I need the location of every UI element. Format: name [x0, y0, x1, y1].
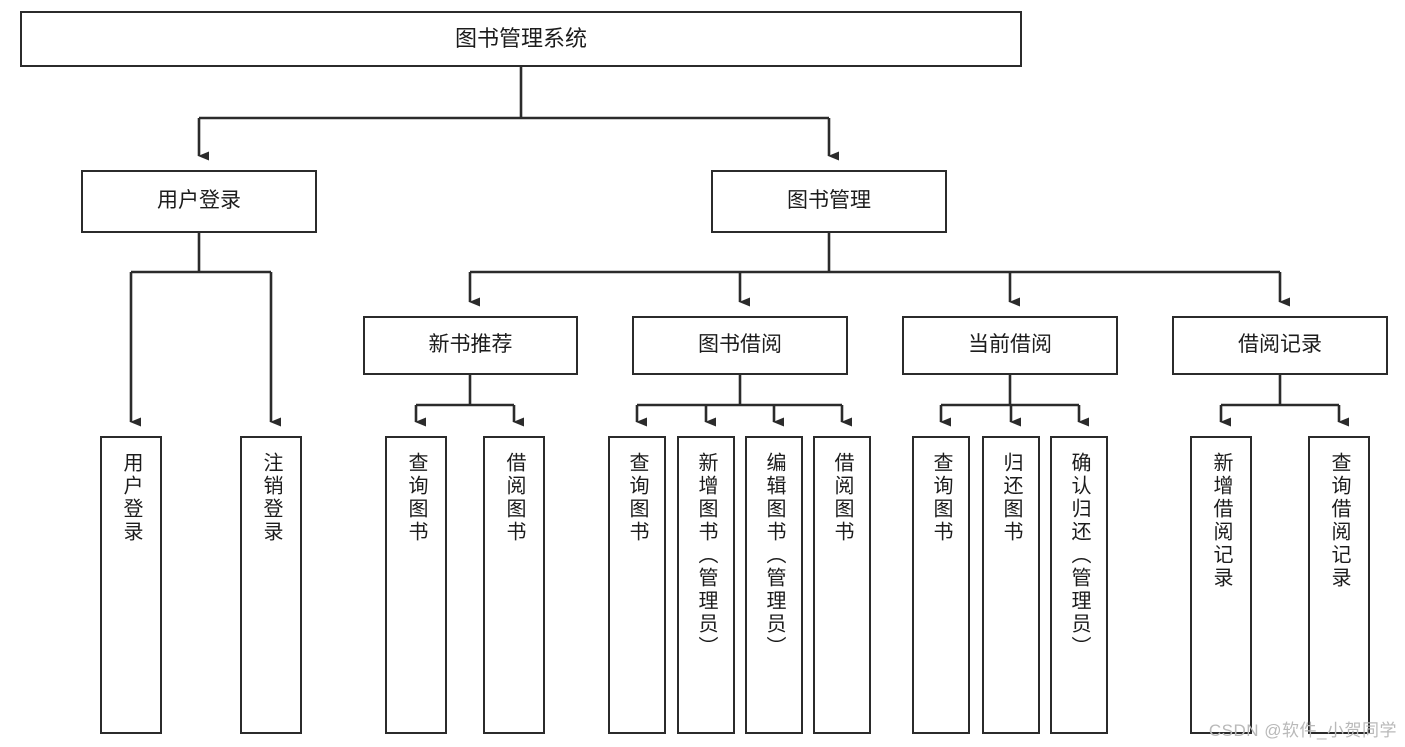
- node-label: 图书借阅: [698, 333, 782, 357]
- leaf-query-book-borrow[interactable]: 查询图书: [608, 436, 666, 734]
- node-new-book-recommend[interactable]: 新书推荐: [363, 316, 578, 375]
- leaf-query-book-recommend[interactable]: 查询图书: [385, 436, 447, 734]
- leaf-confirm-return-admin[interactable]: 确认归还（管理员）: [1050, 436, 1108, 734]
- csdn-watermark: CSDN @软件_小贺同学: [1208, 721, 1397, 740]
- node-label: 用户登录: [157, 189, 241, 213]
- node-label: 当前借阅: [968, 333, 1052, 357]
- node-label: 借阅图书: [831, 452, 853, 544]
- node-label: 查询借阅记录: [1328, 452, 1350, 590]
- node-user-login[interactable]: 用户登录: [81, 170, 317, 233]
- node-label: 查询图书: [930, 452, 952, 544]
- node-label: 编辑图书（管理员）: [763, 452, 785, 659]
- node-label: 新增图书（管理员）: [695, 452, 717, 659]
- node-label: 查询图书: [626, 452, 648, 544]
- leaf-add-book-admin[interactable]: 新增图书（管理员）: [677, 436, 735, 734]
- leaf-query-book-current[interactable]: 查询图书: [912, 436, 970, 734]
- node-label: 借阅图书: [503, 452, 525, 544]
- node-label: 借阅记录: [1238, 333, 1322, 357]
- leaf-query-borrow-record[interactable]: 查询借阅记录: [1308, 436, 1370, 734]
- node-current-borrow[interactable]: 当前借阅: [902, 316, 1118, 375]
- leaf-user-login[interactable]: 用户登录: [100, 436, 162, 734]
- node-label: 查询图书: [405, 452, 427, 544]
- node-label: 用户登录: [120, 452, 142, 544]
- node-label: 归还图书: [1000, 452, 1022, 544]
- node-label: 确认归还（管理员）: [1068, 452, 1090, 659]
- leaf-logout[interactable]: 注销登录: [240, 436, 302, 734]
- node-label: 注销登录: [260, 452, 282, 544]
- leaf-edit-book-admin[interactable]: 编辑图书（管理员）: [745, 436, 803, 734]
- node-label: 图书管理系统: [454, 26, 587, 52]
- node-label: 图书管理: [787, 189, 871, 213]
- leaf-return-book[interactable]: 归还图书: [982, 436, 1040, 734]
- node-borrow-record[interactable]: 借阅记录: [1172, 316, 1388, 375]
- node-label: 新增借阅记录: [1210, 452, 1232, 590]
- leaf-add-borrow-record[interactable]: 新增借阅记录: [1190, 436, 1252, 734]
- node-label: 新书推荐: [428, 333, 513, 357]
- node-book-borrow[interactable]: 图书借阅: [632, 316, 848, 375]
- node-root-system[interactable]: 图书管理系统: [20, 11, 1022, 67]
- leaf-borrow-book[interactable]: 借阅图书: [813, 436, 871, 734]
- leaf-borrow-book-recommend[interactable]: 借阅图书: [483, 436, 545, 734]
- node-book-management[interactable]: 图书管理: [711, 170, 947, 233]
